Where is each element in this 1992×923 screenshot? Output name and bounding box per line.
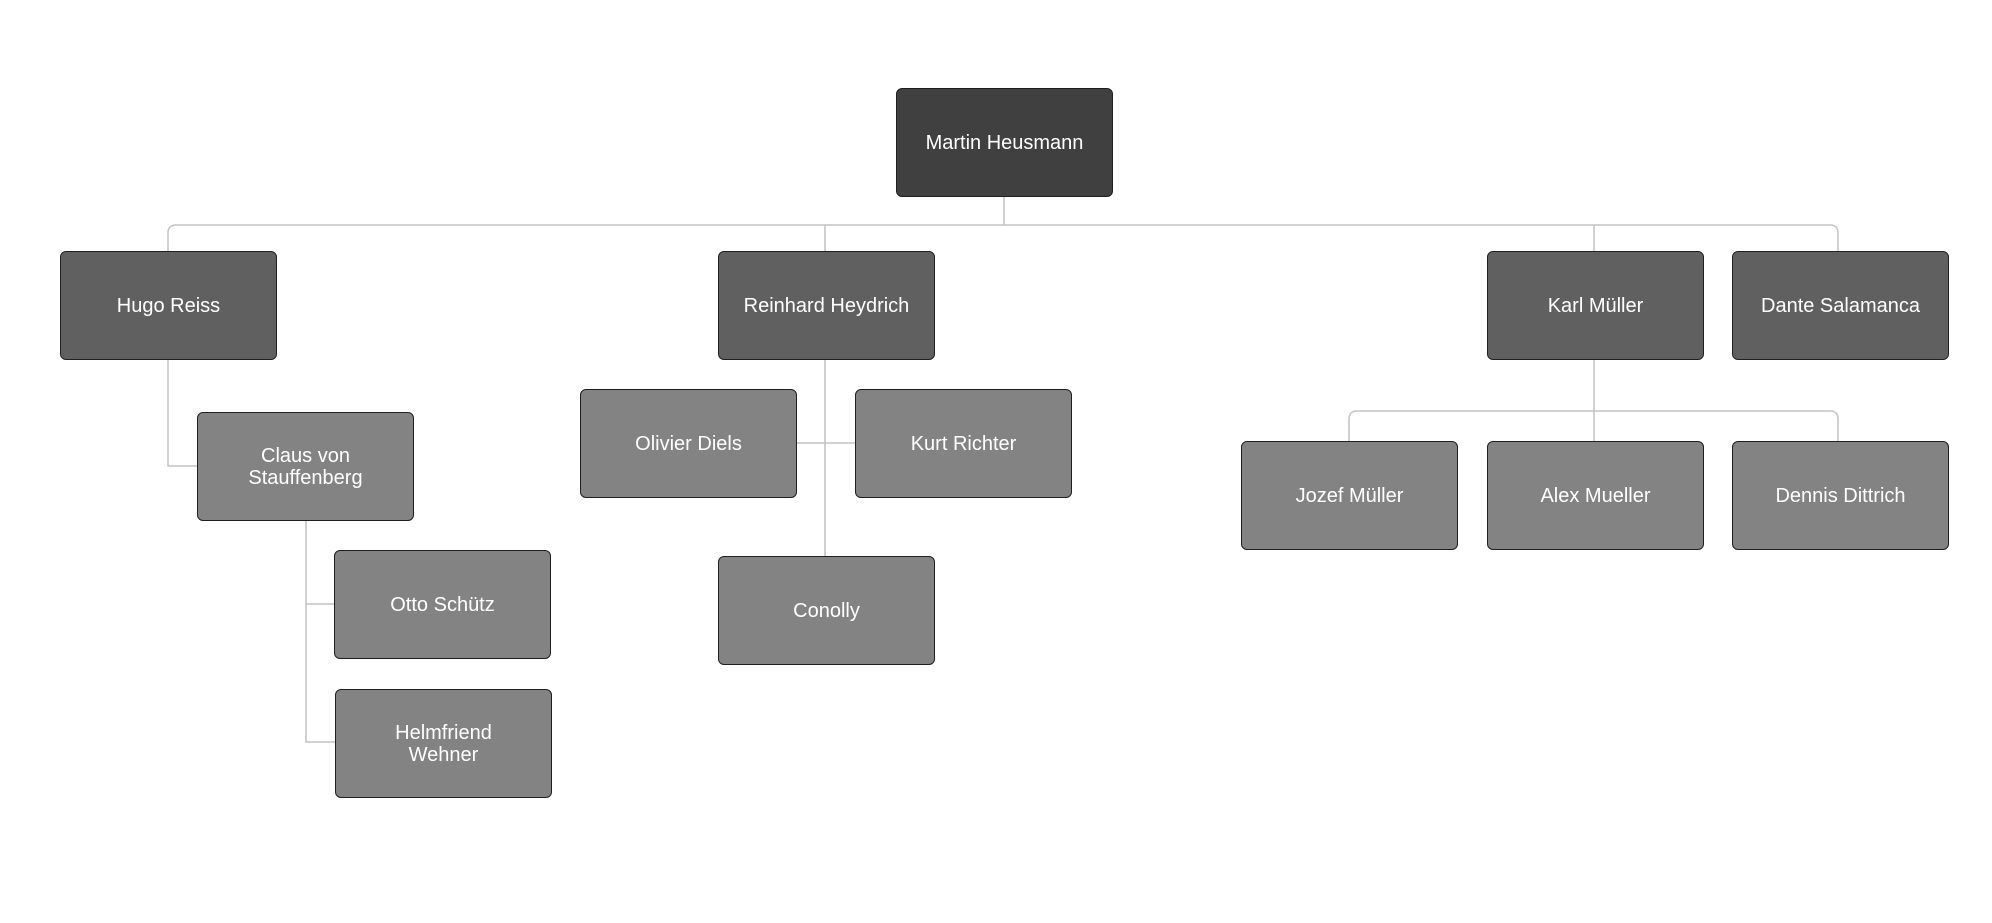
node-reinhard-heydrich[interactable]: Reinhard Heydrich: [718, 251, 935, 360]
node-otto-schutz[interactable]: Otto Schütz: [334, 550, 551, 659]
node-label: Alex Mueller: [1540, 484, 1651, 507]
node-label: Martin Heusmann: [925, 131, 1084, 154]
node-claus-von-stauffenberg[interactable]: Claus von Stauffenberg: [197, 412, 414, 521]
node-hugo-reiss[interactable]: Hugo Reiss: [60, 251, 277, 360]
node-martin-heusmann[interactable]: Martin Heusmann: [896, 88, 1113, 197]
connector-claus-children: [305, 521, 335, 743]
node-helmfriend-wehner[interactable]: Helmfriend Wehner: [335, 689, 552, 798]
node-label: Claus von Stauffenberg: [248, 444, 363, 489]
node-label: Dante Salamanca: [1761, 294, 1920, 317]
node-label: Helmfriend Wehner: [395, 721, 492, 766]
node-dennis-dittrich[interactable]: Dennis Dittrich: [1732, 441, 1949, 550]
node-alex-mueller[interactable]: Alex Mueller: [1487, 441, 1704, 550]
node-label: Reinhard Heydrich: [743, 294, 910, 317]
node-olivier-diels[interactable]: Olivier Diels: [580, 389, 797, 498]
node-karl-muller[interactable]: Karl Müller: [1487, 251, 1704, 360]
node-label: Kurt Richter: [910, 432, 1017, 455]
node-label: Hugo Reiss: [116, 294, 221, 317]
node-conolly[interactable]: Conolly: [718, 556, 935, 665]
node-jozef-muller[interactable]: Jozef Müller: [1241, 441, 1458, 550]
node-label: Otto Schütz: [390, 593, 495, 616]
node-label: Dennis Dittrich: [1775, 484, 1906, 507]
node-dante-salamanca[interactable]: Dante Salamanca: [1732, 251, 1949, 360]
node-label: Karl Müller: [1547, 294, 1644, 317]
node-label: Jozef Müller: [1295, 484, 1404, 507]
connector-level1-bus: [167, 224, 1839, 251]
node-label: Conolly: [793, 599, 860, 622]
connector-hugo-claus: [167, 360, 197, 467]
node-label: Olivier Diels: [635, 432, 742, 455]
node-kurt-richter[interactable]: Kurt Richter: [855, 389, 1072, 498]
